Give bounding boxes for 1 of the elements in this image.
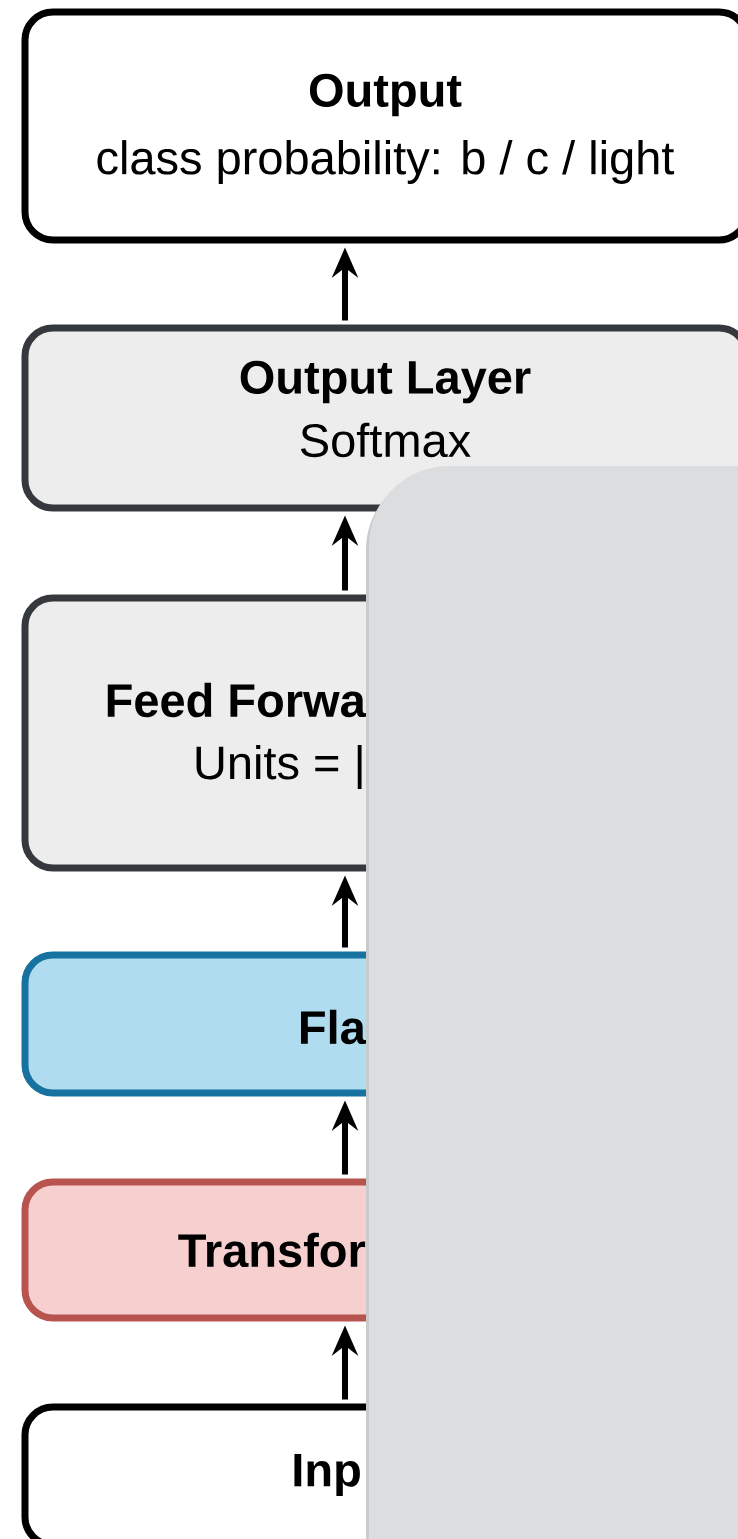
layer-box: Output class probability: b / c / light	[21, 8, 738, 244]
